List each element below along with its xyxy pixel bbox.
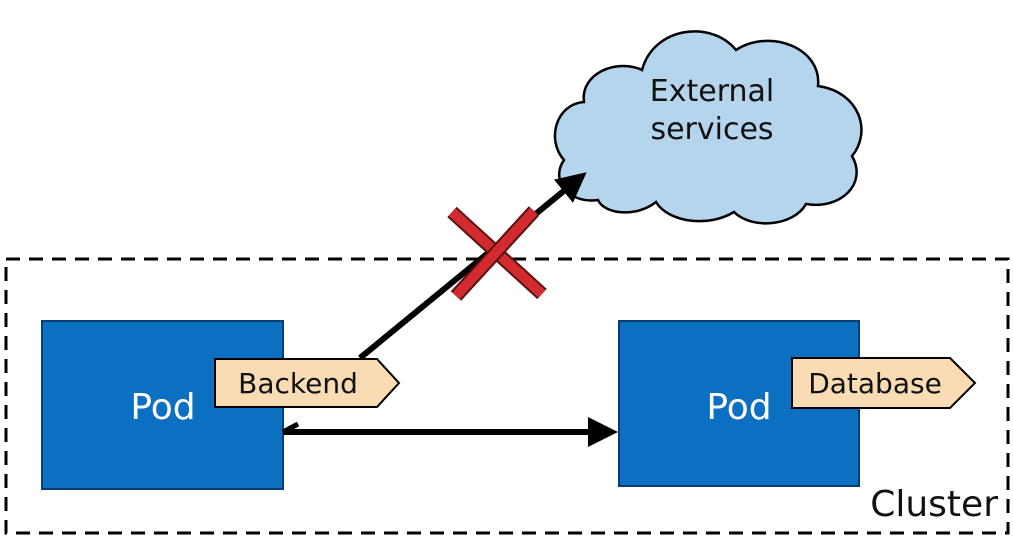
blocked-connection-arrow [358,172,587,361]
blocked-x-icon [447,206,547,301]
cloud-shape [553,30,863,225]
cloud-label-line1: External [650,74,774,109]
backend-tag-label: Backend [238,367,358,400]
database-pod-label: Pod [706,387,771,428]
backend-pod-label: Pod [130,387,195,428]
connection-stub [281,421,300,435]
cluster-label: Cluster [870,484,998,525]
database-tag-shape [791,357,977,409]
external-services-cloud: External services [553,30,863,225]
cloud-label-line2: services [650,112,773,147]
database-tag: Database [791,357,977,409]
cluster-boundary [4,257,1010,535]
backend-tag: Backend [214,358,401,408]
backend-tag-shape [214,358,401,408]
database-tag-label: Database [808,367,942,400]
